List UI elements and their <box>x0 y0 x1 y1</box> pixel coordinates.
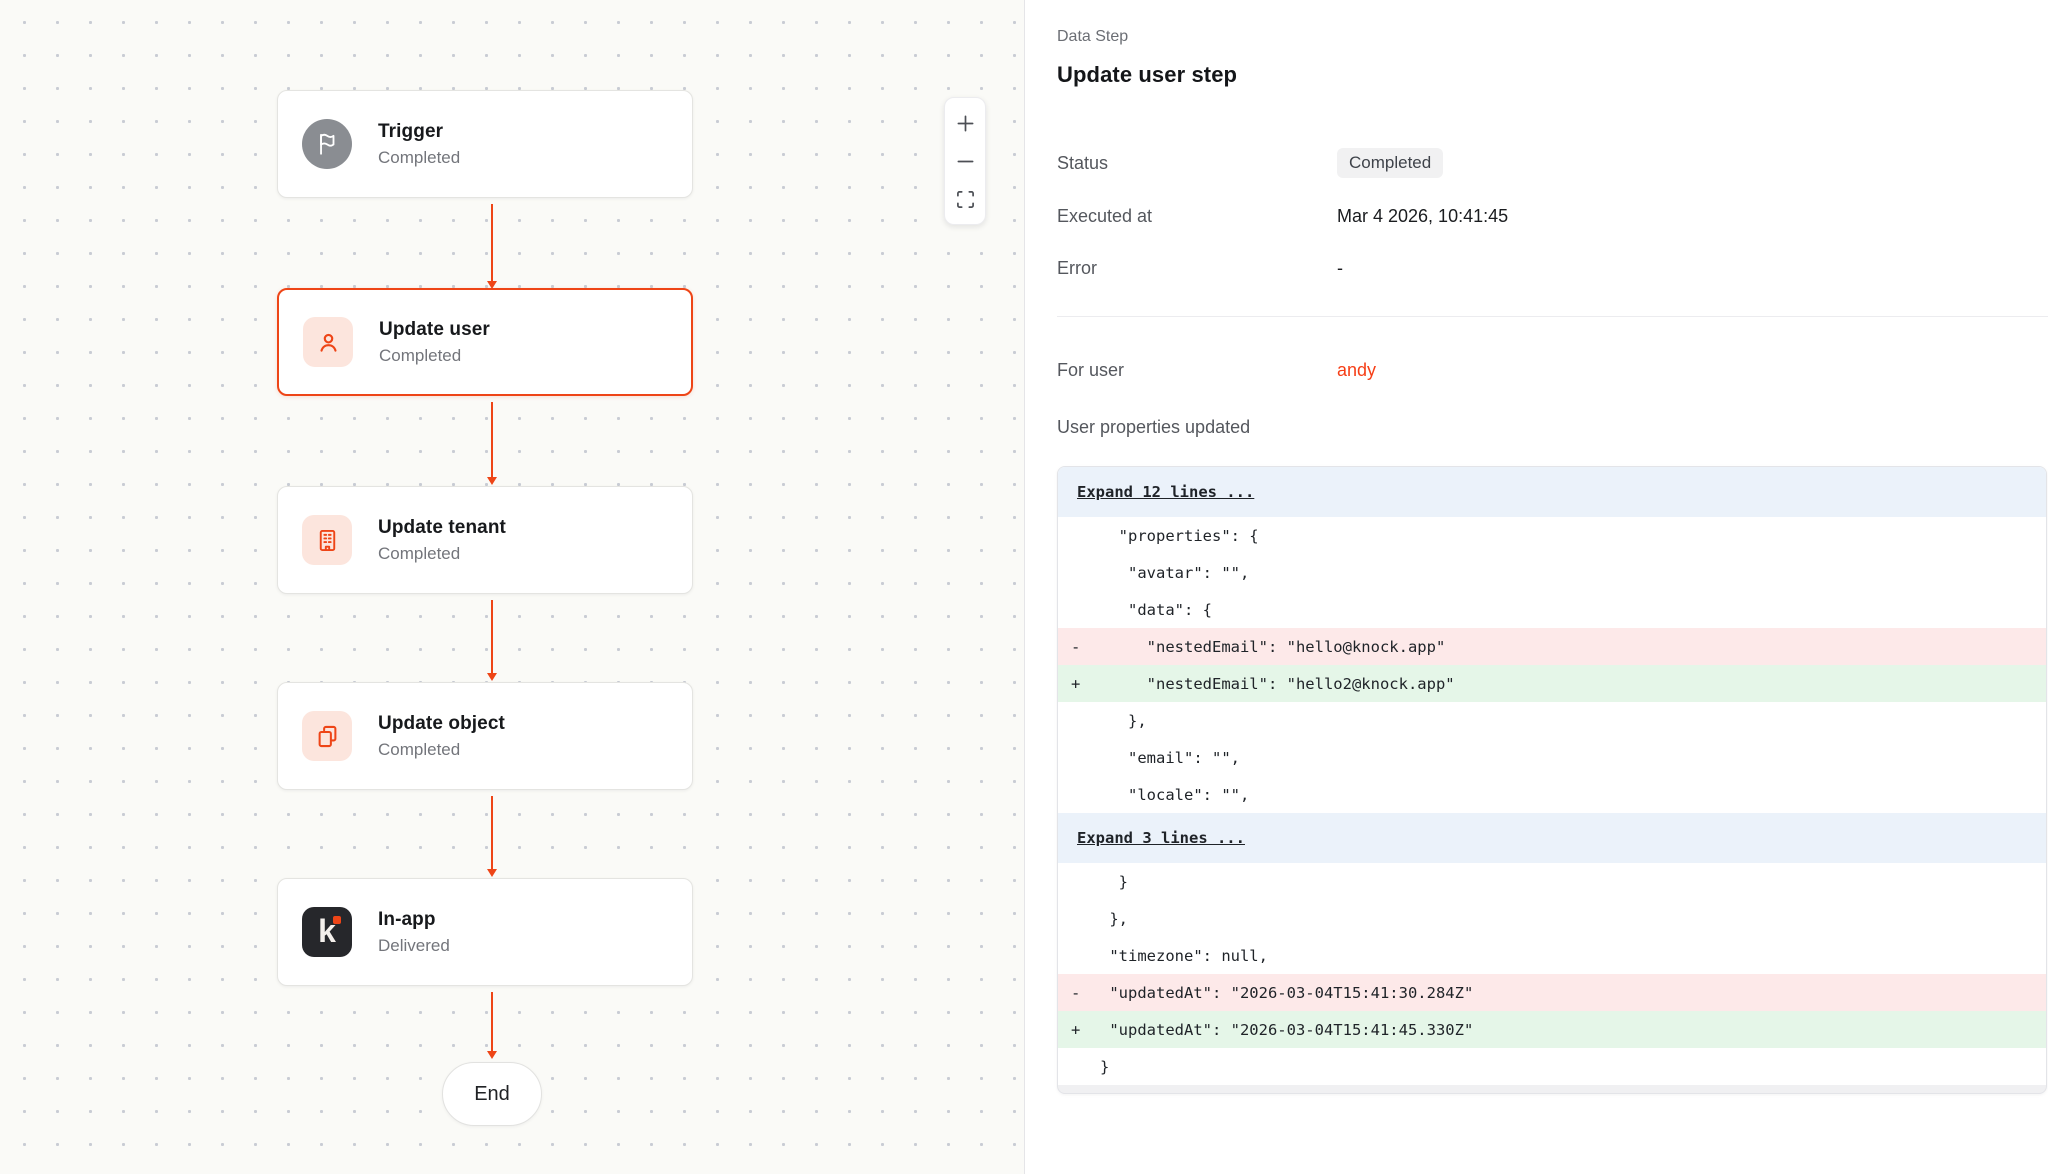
node-status: Completed <box>379 346 490 366</box>
node-title: Update tenant <box>378 517 506 539</box>
pages-icon <box>302 711 352 761</box>
diff-code-text: }, <box>1100 910 2046 928</box>
diff-code-text: } <box>1100 873 2046 891</box>
diff-context-line: "email": "", <box>1058 739 2046 776</box>
meta-row-executed-at: Executed atMar 4 2026, 10:41:45 <box>1057 202 2048 230</box>
diff-code-text: "avatar": "", <box>1100 564 2046 582</box>
diff-context-line: }, <box>1058 900 2046 937</box>
meta-label: Status <box>1057 153 1337 174</box>
diff-expand-row[interactable]: Expand 3 lines ... <box>1058 813 2046 863</box>
workflow-node-update-object[interactable]: Update objectCompleted <box>277 682 693 790</box>
diff-expand-label: Expand 12 lines ... <box>1058 483 2046 501</box>
workflow-node-update-tenant[interactable]: Update tenantCompleted <box>277 486 693 594</box>
end-node-label: End <box>474 1083 510 1106</box>
diff-context-line: }, <box>1058 702 2046 739</box>
diff-marker: + <box>1058 675 1100 693</box>
node-title: Update object <box>378 713 505 735</box>
diff-expand-row[interactable]: Expand 12 lines ... <box>1058 467 2046 517</box>
for-user-label: For user <box>1057 360 1337 381</box>
diff-section-label: User properties updated <box>1057 417 2048 438</box>
diff-code-text: }, <box>1100 712 2046 730</box>
diff-context-line: } <box>1058 1048 2046 1085</box>
diff-context-line: "data": { <box>1058 591 2046 628</box>
knock-logo-dot <box>333 916 341 924</box>
diff-marker: + <box>1058 1021 1100 1039</box>
plus-button[interactable] <box>944 104 986 142</box>
edge-arrow <box>491 204 493 282</box>
plus-icon <box>956 114 975 133</box>
node-status: Completed <box>378 148 460 168</box>
edge-arrow <box>491 600 493 674</box>
diff-added-line: + "nestedEmail": "hello2@knock.app" <box>1058 665 2046 702</box>
page-title: Update user step <box>1057 62 2048 88</box>
node-status: Completed <box>378 544 506 564</box>
building-icon <box>302 515 352 565</box>
section-divider <box>1057 316 2048 317</box>
diff-code-text: } <box>1100 1058 2046 1076</box>
step-detail-panel: Data Step Update user step StatusComplet… <box>1025 0 2048 1174</box>
diff-code-text: "nestedEmail": "hello@knock.app" <box>1100 638 2046 656</box>
minus-button[interactable] <box>944 142 986 180</box>
diff-code-text: "nestedEmail": "hello2@knock.app" <box>1100 675 2046 693</box>
node-title: Trigger <box>378 121 460 143</box>
diff-code-text: "properties": { <box>1100 527 2046 545</box>
node-texts: Update tenantCompleted <box>378 517 506 564</box>
fit-view-icon <box>956 190 975 209</box>
node-title: In-app <box>378 909 450 931</box>
for-user-link[interactable]: andy <box>1337 360 1376 381</box>
node-texts: Update objectCompleted <box>378 713 505 760</box>
edge-arrow <box>491 796 493 870</box>
diff-context-line: "timezone": null, <box>1058 937 2046 974</box>
edge-arrow <box>491 992 493 1052</box>
diff-code-text: "timezone": null, <box>1100 947 2046 965</box>
diff-added-line: + "updatedAt": "2026-03-04T15:41:45.330Z… <box>1058 1011 2046 1048</box>
meta-value: - <box>1337 258 1343 279</box>
node-texts: Update userCompleted <box>379 319 490 366</box>
workflow-node-in-app[interactable]: k In-appDelivered <box>277 878 693 986</box>
flag-icon <box>302 119 352 169</box>
user-properties-diff: Expand 12 lines ... "properties": { "ava… <box>1057 466 2047 1094</box>
meta-value: Mar 4 2026, 10:41:45 <box>1337 206 1508 227</box>
diff-context-line: "properties": { <box>1058 517 2046 554</box>
node-title: Update user <box>379 319 490 341</box>
minus-icon <box>956 152 975 171</box>
diff-context-line: "avatar": "", <box>1058 554 2046 591</box>
meta-label: Error <box>1057 258 1337 279</box>
diff-expand-label: Expand 3 lines ... <box>1058 829 2046 847</box>
edge-arrow <box>491 402 493 478</box>
diff-code-text: "locale": "", <box>1100 786 2046 804</box>
meta-label: Executed at <box>1057 206 1337 227</box>
diff-code-text: "updatedAt": "2026-03-04T15:41:30.284Z" <box>1100 984 2046 1002</box>
diff-context-line: "locale": "", <box>1058 776 2046 813</box>
diff-marker: - <box>1058 984 1100 1002</box>
step-meta: StatusCompletedExecuted atMar 4 2026, 10… <box>1057 148 2048 282</box>
diff-marker: - <box>1058 638 1100 656</box>
node-texts: TriggerCompleted <box>378 121 460 168</box>
fit-view-button[interactable] <box>944 180 986 218</box>
diff-code-text: "updatedAt": "2026-03-04T15:41:45.330Z" <box>1100 1021 2046 1039</box>
node-texts: In-appDelivered <box>378 909 450 956</box>
diff-code-text: "email": "", <box>1100 749 2046 767</box>
step-type-eyebrow: Data Step <box>1057 28 2048 46</box>
canvas-zoom-controls <box>944 97 986 225</box>
workflow-node-trigger[interactable]: TriggerCompleted <box>277 90 693 198</box>
diff-context-line: } <box>1058 863 2046 900</box>
node-status: Delivered <box>378 936 450 956</box>
diff-code-text: "data": { <box>1100 601 2046 619</box>
user-icon <box>303 317 353 367</box>
node-status: Completed <box>378 740 505 760</box>
knock-icon: k <box>302 907 352 957</box>
meta-row-error: Error- <box>1057 254 2048 282</box>
for-user-row: For user andy <box>1057 357 2048 383</box>
status-badge: Completed <box>1337 148 1443 178</box>
meta-row-status: StatusCompleted <box>1057 148 2048 178</box>
workflow-node-update-user[interactable]: Update userCompleted <box>277 288 693 396</box>
diff-removed-line: - "updatedAt": "2026-03-04T15:41:30.284Z… <box>1058 974 2046 1011</box>
workflow-canvas[interactable]: TriggerCompletedUpdate userCompletedUpda… <box>0 0 1025 1174</box>
end-node[interactable]: End <box>442 1062 542 1126</box>
diff-removed-line: - "nestedEmail": "hello@knock.app" <box>1058 628 2046 665</box>
